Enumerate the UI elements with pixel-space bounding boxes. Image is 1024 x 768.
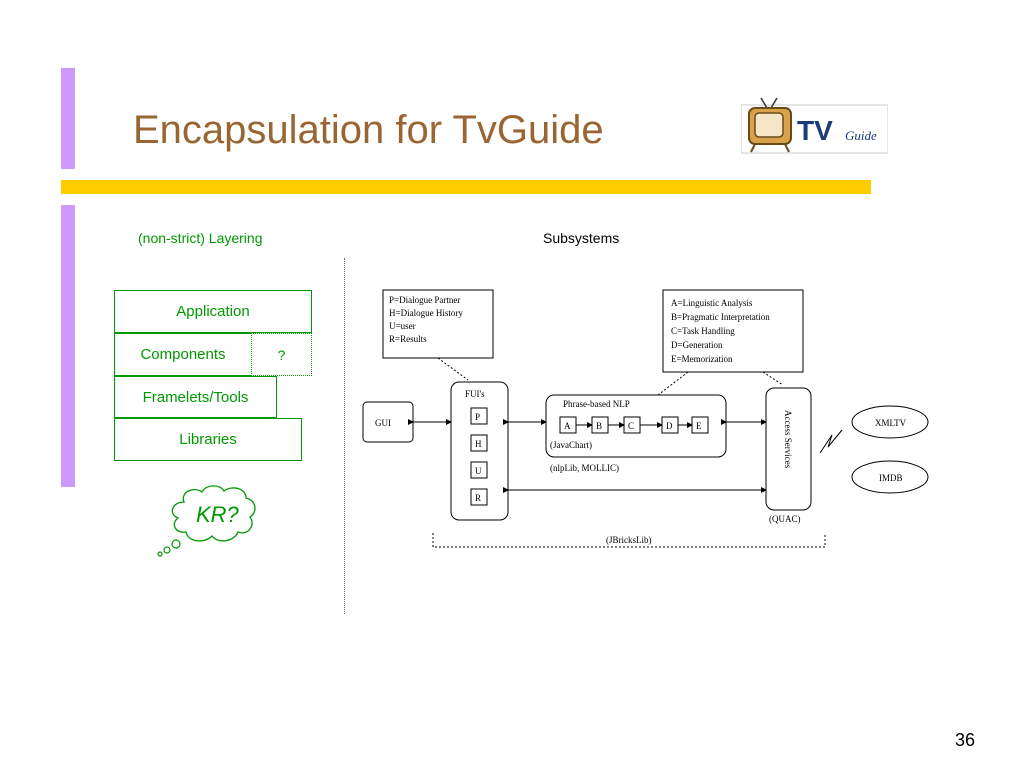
xmltv-node [851, 405, 929, 439]
accent-bar-top [61, 68, 75, 169]
xmltv-label: XMLTV [875, 418, 907, 428]
subsystems-heading: Subsystems [543, 230, 620, 246]
fui-item: U [475, 466, 482, 476]
legend-left-line: P=Dialogue Partner [389, 295, 460, 305]
nlp-item: D [666, 421, 673, 431]
nlp-item: A [564, 421, 571, 431]
fui-item: P [475, 412, 480, 422]
layer-framelets: Framelets/Tools [114, 376, 277, 418]
logo-guide-text: Guide [845, 128, 877, 143]
access-services-box [765, 387, 812, 511]
layer-libraries: Libraries [114, 418, 302, 461]
nlp-libs: (nlpLib, MOLLIC) [550, 463, 619, 473]
subsystems-diagram: P=Dialogue Partner H=Dialogue History U=… [358, 285, 948, 555]
jbrickslib-label: (JBricksLib) [606, 535, 652, 545]
tvguide-logo: TV Guide [740, 96, 889, 154]
legend-right-line: B=Pragmatic Interpretation [671, 312, 770, 322]
title-underline [61, 180, 871, 194]
legend-right-line: D=Generation [671, 340, 723, 350]
legend-right: A=Linguistic Analysis B=Pragmatic Interp… [662, 289, 804, 373]
logo-tv-text: TV [797, 115, 833, 146]
column-separator [344, 258, 345, 614]
fui-item: H [475, 439, 482, 449]
layer-components: Components [114, 333, 252, 376]
access-services-label: Access Services [783, 410, 793, 469]
nlp-item: B [596, 421, 602, 431]
layer-application: Application [114, 290, 312, 333]
thought-bubble: KR? [150, 480, 270, 560]
legend-right-line: E=Memorization [671, 354, 733, 364]
nlp-item: E [696, 421, 702, 431]
fuis-label: FUI's [465, 389, 485, 399]
layering-heading: (non-strict) Layering [138, 230, 263, 246]
legend-right-line: C=Task Handling [671, 326, 735, 336]
nlp-title: Phrase-based NLP [563, 399, 630, 409]
gui-label: GUI [375, 418, 391, 428]
page-title: Encapsulation for TvGuide [133, 108, 604, 152]
legend-left-line: U=user [389, 321, 416, 331]
page-number: 36 [955, 730, 976, 750]
layer-unknown: ? [251, 333, 312, 376]
quac-label: (QUAC) [769, 514, 801, 524]
thought-bubble-text: KR? [196, 502, 240, 527]
fui-item: R [475, 493, 481, 503]
imdb-node [851, 460, 929, 494]
legend-right-line: A=Linguistic Analysis [671, 298, 753, 308]
nlp-item: C [628, 421, 634, 431]
nlp-sub: (JavaChart) [550, 440, 592, 450]
accent-bar-body [61, 205, 75, 487]
legend-left-line: R=Results [389, 334, 427, 344]
legend-left: P=Dialogue Partner H=Dialogue History U=… [382, 289, 494, 359]
legend-left-line: H=Dialogue History [389, 308, 463, 318]
imdb-label: IMDB [879, 473, 903, 483]
